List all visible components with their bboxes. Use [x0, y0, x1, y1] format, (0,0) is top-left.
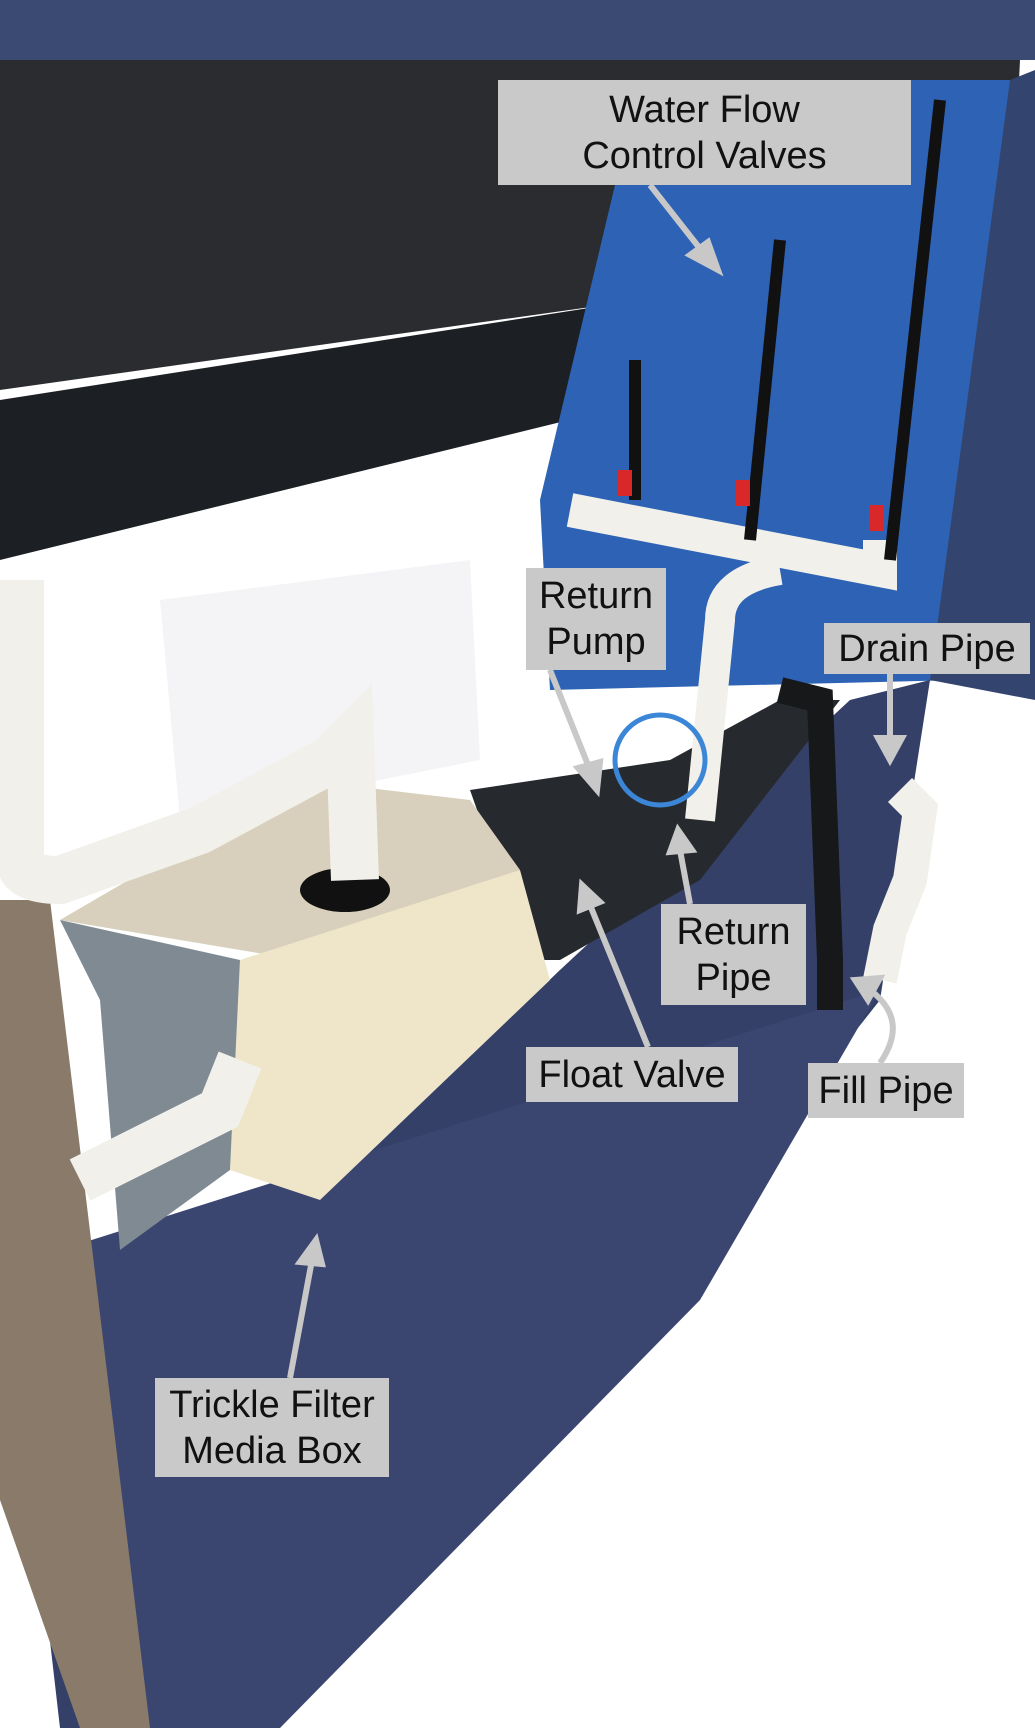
- right-panel: [930, 70, 1035, 700]
- label-line: Control Valves: [582, 134, 827, 177]
- valve-handle: [870, 505, 884, 531]
- label-line: Water Flow: [609, 88, 800, 131]
- label-trickle-filter-media-box: Trickle Filter Media Box: [155, 1378, 389, 1477]
- valve-handle: [618, 470, 632, 496]
- label-line: Pump: [546, 621, 646, 663]
- blue-hose: [612, 712, 708, 808]
- label-water-flow-control-valves: Water Flow Control Valves: [498, 80, 911, 185]
- left-frame: [0, 900, 150, 1728]
- drain-fill-pipes: [863, 777, 939, 984]
- window-opening: [160, 560, 480, 820]
- label-return-pump: Return Pump: [526, 568, 666, 670]
- label-line: Float Valve: [538, 1053, 726, 1096]
- pipe-inlet: [69, 1051, 262, 1201]
- label-line: Trickle Filter: [169, 1383, 375, 1426]
- label-line: Pipe: [695, 956, 772, 999]
- label-line: Return: [676, 910, 791, 953]
- black-pipe: [776, 677, 843, 1010]
- media-box-side: [60, 920, 240, 1250]
- label-line: Return: [538, 575, 654, 617]
- pipe-left: [0, 580, 379, 905]
- label-float-valve: Float Valve: [526, 1047, 738, 1102]
- label-drain-pipe: Drain Pipe: [824, 623, 1030, 674]
- label-line: Drain Pipe: [838, 627, 1016, 670]
- media-box-front: [230, 870, 550, 1200]
- light-rail: [0, 300, 650, 560]
- valve-handle: [736, 480, 750, 506]
- label-line: Media Box: [182, 1429, 362, 1472]
- front-panel-lower: [60, 990, 880, 1728]
- label-fill-pipe: Fill Pipe: [808, 1063, 964, 1118]
- annotation-arrows: [287, 183, 908, 1379]
- manifold-pipe: [566, 493, 897, 591]
- valve-risers: [629, 99, 946, 561]
- label-line: Fill Pipe: [818, 1069, 954, 1112]
- sump-compartment: [470, 700, 840, 960]
- top-panel: [0, 0, 1035, 60]
- label-return-pipe: Return Pipe: [661, 904, 806, 1005]
- return-pipe: [685, 555, 783, 822]
